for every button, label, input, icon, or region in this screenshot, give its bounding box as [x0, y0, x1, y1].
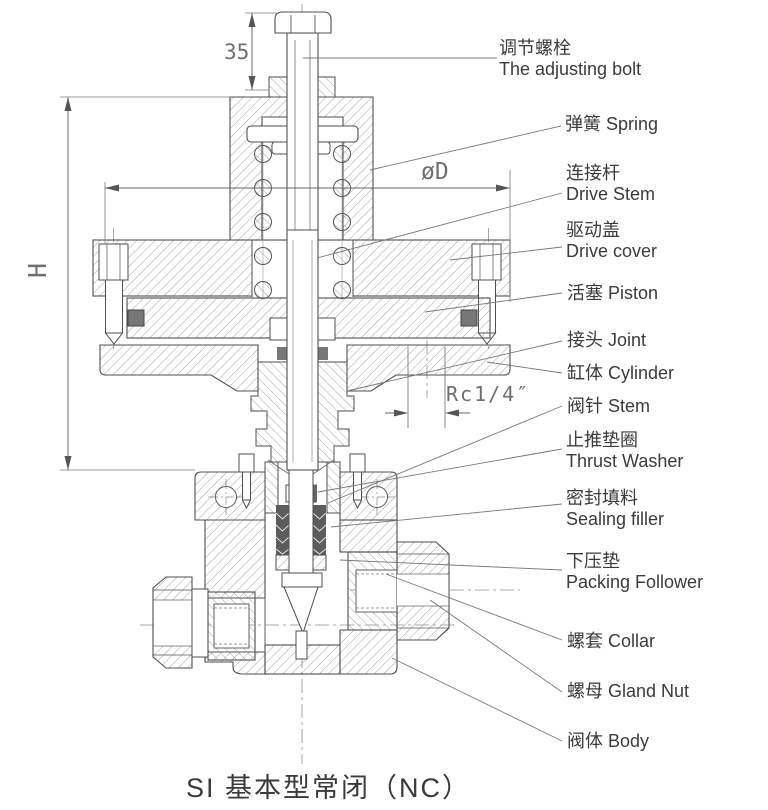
label-text: 缸体 Cylinder [567, 363, 675, 383]
label-collar: 螺套 Collar [567, 631, 655, 652]
joint-drawing [250, 361, 355, 463]
drive-stem-drawing [286, 32, 319, 471]
stem-oring-right [318, 347, 328, 360]
label-text: 弹簧 Spring [565, 114, 659, 134]
label-text: 接头 Joint [567, 330, 647, 350]
label-cylinder: 缸体 Cylinder [567, 363, 674, 384]
label-gland-nut: 螺母 Gland Nut [567, 681, 689, 702]
right-port-drawing [347, 541, 450, 641]
body-flange-drawing [194, 453, 398, 521]
label-adjusting-bolt: 调节螺栓 The adjusting bolt [499, 38, 641, 80]
label-text: 止推垫圈 [566, 430, 638, 450]
dimension-35: 35 [224, 40, 250, 64]
dimension-height: H [23, 262, 53, 279]
label-sealing-filler: 密封填料 Sealing filler [566, 488, 664, 530]
label-valve-stem: 阀针 Stem [567, 396, 650, 417]
stem-coupling-drawing [264, 459, 341, 514]
label-packing-follower: 下压垫 Packing Follower [566, 551, 703, 593]
label-joint: 接头 Joint [567, 330, 646, 351]
dimension-lines [60, 12, 511, 471]
label-text: 驱动盖 [566, 220, 620, 240]
label-piston: 活塞 Piston [567, 283, 658, 304]
hex-bolt-head [274, 11, 332, 34]
piston-oring-right [460, 309, 478, 327]
leader-lines [303, 57, 563, 742]
label-text: 阀针 Stem [567, 396, 651, 416]
label-text: Drive Stem [566, 184, 656, 204]
cylinder-drawing [99, 344, 511, 392]
label-text: 阀体 Body [567, 731, 650, 751]
adjusting-bolt-drawing [268, 11, 336, 98]
label-drive-cover: 驱动盖 Drive cover [566, 220, 657, 262]
packing-follower-drawing [275, 554, 327, 571]
label-text: The adjusting bolt [499, 59, 642, 79]
label-text: 连接杆 [566, 163, 620, 183]
label-text: 调节螺栓 [499, 38, 571, 58]
left-port-drawing [152, 576, 256, 669]
needle-stem-drawing [281, 469, 323, 660]
label-thrust-washer: 止推垫圈 Thrust Washer [566, 430, 683, 472]
label-text: 密封填料 [566, 488, 638, 508]
label-spring: 弹簧 Spring [565, 114, 658, 135]
label-text: Sealing filler [566, 509, 665, 529]
label-text: 螺套 Collar [567, 631, 656, 651]
sealing-filler-drawing [275, 505, 327, 555]
piston-oring-left [127, 309, 145, 327]
label-valve-body: 阀体 Body [567, 731, 649, 752]
label-text: Packing Follower [566, 572, 704, 592]
label-text: 螺母 Gland Nut [567, 681, 690, 701]
label-text: Thrust Washer [566, 451, 684, 471]
figure-caption: SI 基本型常闭（NC） [186, 773, 472, 803]
label-text: Drive cover [566, 241, 658, 261]
dimension-diameter: øD [421, 159, 449, 185]
label-text: 下压垫 [566, 551, 620, 571]
label-text: 活塞 Piston [567, 283, 659, 303]
stem-oring-left [277, 347, 287, 360]
label-drive-stem: 连接杆 Drive Stem [566, 163, 655, 205]
dimension-port-thread: Rc1/4″ [446, 382, 531, 406]
